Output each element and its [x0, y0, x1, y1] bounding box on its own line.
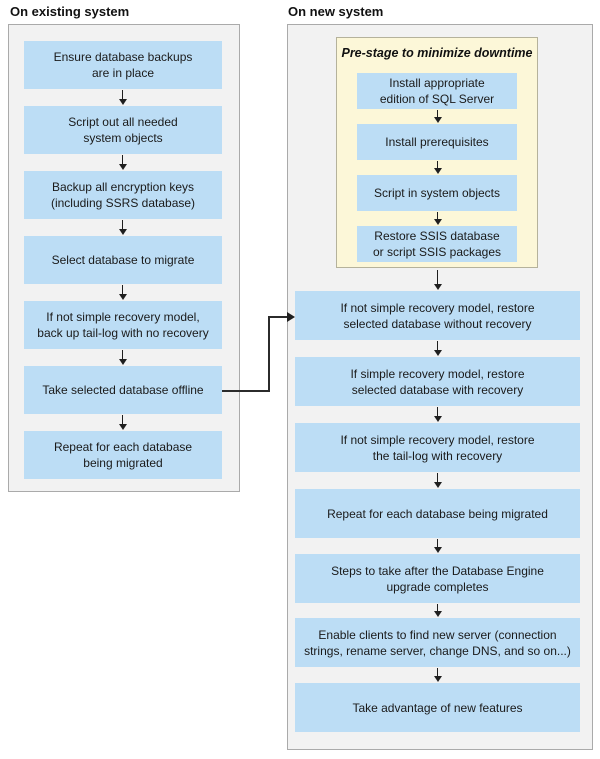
step-backup-encryption-keys: Backup all encryption keys (including SS… [24, 171, 222, 219]
new-system-title: On new system [288, 4, 384, 19]
step-take-advantage-new-features: Take advantage of new features [295, 683, 580, 732]
arrow-down-icon [433, 668, 442, 682]
step-restore-with-recovery: If simple recovery model, restore select… [295, 357, 580, 406]
arrow-down-icon [118, 220, 127, 235]
existing-system-title: On existing system [10, 4, 130, 19]
step-repeat-each-database-new: Repeat for each database being migrated [295, 489, 580, 538]
step-ensure-database-backups: Ensure database backups are in place [24, 41, 222, 89]
arrow-down-icon [118, 415, 127, 430]
arrow-down-icon [433, 604, 442, 617]
step-restore-ssis-database: Restore SSIS database or script SSIS pac… [357, 226, 517, 262]
step-select-database-to-migrate: Select database to migrate [24, 236, 222, 284]
arrow-down-icon [118, 285, 127, 300]
step-after-upgrade-completes: Steps to take after the Database Engine … [295, 554, 580, 603]
step-restore-tail-log: If not simple recovery model, restore th… [295, 423, 580, 472]
arrow-down-icon [118, 155, 127, 170]
step-install-sql-server: Install appropriate edition of SQL Serve… [357, 73, 517, 109]
step-enable-clients-find-server: Enable clients to find new server (conne… [295, 618, 580, 667]
arrow-down-icon [118, 90, 127, 105]
arrow-down-icon [433, 473, 442, 488]
prestage-title: Pre-stage to minimize downtime [341, 46, 533, 60]
step-script-out-system-objects: Script out all needed system objects [24, 106, 222, 154]
step-take-database-offline: Take selected database offline [24, 366, 222, 414]
arrow-right-icon [287, 312, 295, 322]
arrow-down-icon [433, 341, 442, 356]
step-restore-without-recovery: If not simple recovery model, restore se… [295, 291, 580, 340]
arrow-down-icon [433, 270, 442, 290]
step-script-in-system-objects: Script in system objects [357, 175, 517, 211]
step-backup-tail-log: If not simple recovery model, back up ta… [24, 301, 222, 349]
arrow-down-icon [433, 407, 442, 422]
arrow-down-icon [433, 110, 442, 123]
arrow-down-icon [433, 539, 442, 553]
arrow-down-icon [118, 350, 127, 365]
step-repeat-each-database-existing: Repeat for each database being migrated [24, 431, 222, 479]
arrow-down-icon [433, 161, 442, 174]
arrow-down-icon [433, 212, 442, 225]
step-install-prerequisites: Install prerequisites [357, 124, 517, 160]
